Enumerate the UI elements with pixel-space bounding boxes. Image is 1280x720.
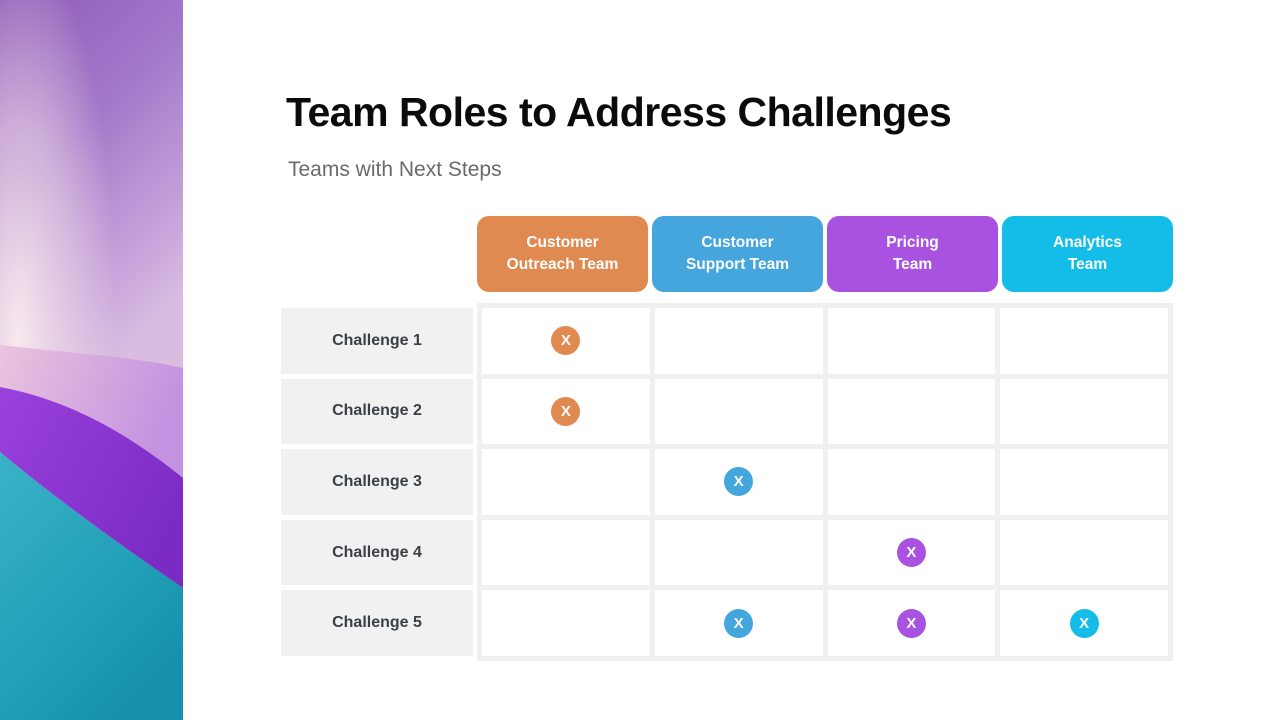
side-gradient-art <box>0 0 183 720</box>
challenge-label-column: Challenge 1 Challenge 2 Challenge 3 Chal… <box>281 303 473 661</box>
pink-wave <box>0 345 183 478</box>
row-label-challenge-4: Challenge 4 <box>281 519 473 586</box>
matrix-cell-r3c2: X <box>654 449 823 515</box>
matrix-cell-r1c1: X <box>482 308 650 374</box>
matrix-cell-r1c2 <box>654 308 823 374</box>
row-label-challenge-5: Challenge 5 <box>281 590 473 656</box>
header-customer-outreach-team: Customer Outreach Team <box>477 216 648 292</box>
header-line: Analytics <box>1053 234 1122 251</box>
teal-wave <box>0 452 183 720</box>
header-customer-support-team: Customer Support Team <box>652 216 823 292</box>
matrix-cell-r2c4 <box>1000 378 1168 445</box>
x-marker-blue: X <box>724 467 754 497</box>
header-analytics-team: Analytics Team <box>1002 216 1173 292</box>
gradient-art-svg <box>0 0 183 720</box>
header-line: Outreach Team <box>506 256 619 273</box>
x-marker-cyan: X <box>1069 608 1099 638</box>
matrix-cell-r3c4 <box>1000 449 1168 515</box>
matrix-cell-r2c2 <box>654 378 823 445</box>
x-marker-purple: X <box>896 608 926 638</box>
header-line: Team <box>892 256 933 273</box>
matrix-cell-r5c2: X <box>654 590 823 656</box>
matrix-cell-r4c2 <box>654 519 823 586</box>
slide-title: Team Roles to Address Challenges <box>286 89 952 136</box>
x-marker-orange: X <box>551 396 581 426</box>
assignment-matrix: X X X X X X X <box>477 303 1173 661</box>
header-pricing-team: Pricing Team <box>827 216 998 292</box>
matrix-cell-r2c1: X <box>482 378 650 445</box>
matrix-cell-r1c3 <box>827 308 996 374</box>
team-header-row: Customer Outreach Team Customer Support … <box>477 216 1173 292</box>
matrix-cell-r4c4 <box>1000 519 1168 586</box>
x-marker-orange: X <box>551 326 581 356</box>
matrix-cell-r5c3: X <box>827 590 996 656</box>
purple-wave <box>0 387 183 588</box>
header-line: Support Team <box>685 256 790 273</box>
matrix-cell-r4c3: X <box>827 519 996 586</box>
matrix-cell-r3c3 <box>827 449 996 515</box>
matrix-cell-r2c3 <box>827 378 996 445</box>
header-line: Pricing <box>886 234 939 251</box>
slide-subtitle: Teams with Next Steps <box>288 158 502 181</box>
matrix-cell-r5c1 <box>482 590 650 656</box>
matrix-cell-r1c4 <box>1000 308 1168 374</box>
x-marker-blue: X <box>724 608 754 638</box>
matrix-cell-r5c4: X <box>1000 590 1168 656</box>
matrix-cell-r3c1 <box>482 449 650 515</box>
header-line: Team <box>1067 256 1108 273</box>
header-line: Customer <box>526 234 599 251</box>
row-label-challenge-3: Challenge 3 <box>281 449 473 515</box>
row-label-challenge-2: Challenge 2 <box>281 378 473 445</box>
matrix-cell-r4c1 <box>482 519 650 586</box>
header-line: Customer <box>701 234 774 251</box>
row-label-challenge-1: Challenge 1 <box>281 308 473 374</box>
x-marker-purple: X <box>896 538 926 568</box>
